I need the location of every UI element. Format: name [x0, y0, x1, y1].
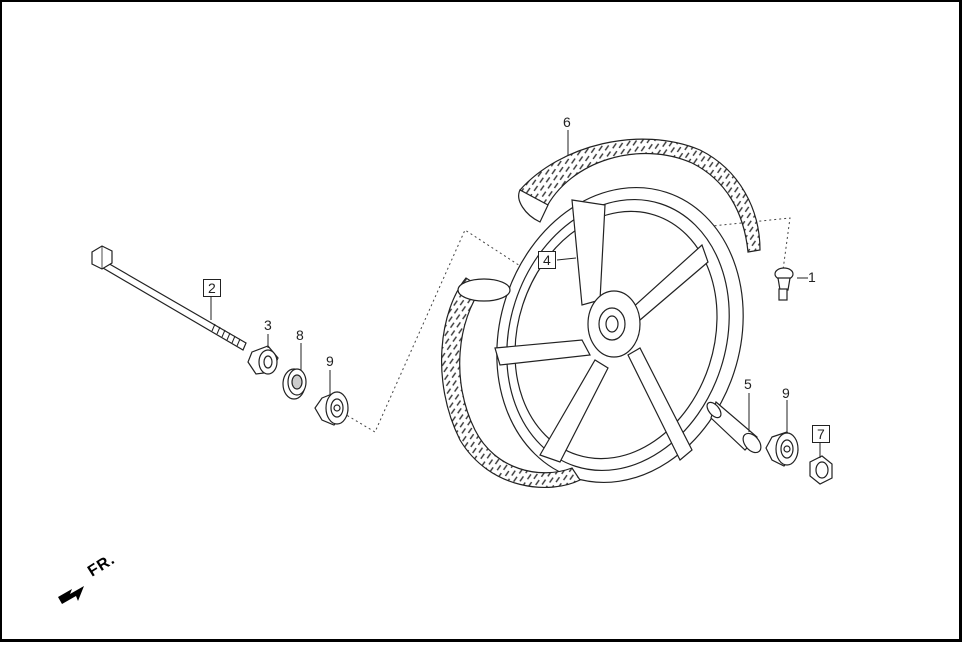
oil-seal — [282, 368, 307, 400]
callout-4: 4 — [538, 251, 556, 269]
leader-lines — [210, 130, 821, 458]
callout-7: 7 — [812, 425, 830, 443]
callout-1: 1 — [808, 269, 816, 285]
axle-nut — [809, 455, 833, 485]
bearing-left — [314, 391, 349, 426]
front-arrow-icon — [58, 586, 84, 604]
distance-collar — [706, 400, 762, 454]
collar — [247, 345, 279, 375]
callout-9-right: 9 — [782, 385, 790, 401]
valve-stem — [774, 267, 794, 301]
callout-8: 8 — [296, 327, 304, 343]
axle-bolt — [91, 245, 247, 351]
callout-6: 6 — [563, 114, 571, 130]
callout-2: 2 — [203, 279, 221, 297]
callout-3: 3 — [264, 317, 272, 333]
callout-9-left: 9 — [326, 353, 334, 369]
callout-5: 5 — [744, 376, 752, 392]
tire — [440, 138, 761, 489]
bearing-right — [765, 431, 799, 467]
wheel-rim — [494, 187, 744, 483]
